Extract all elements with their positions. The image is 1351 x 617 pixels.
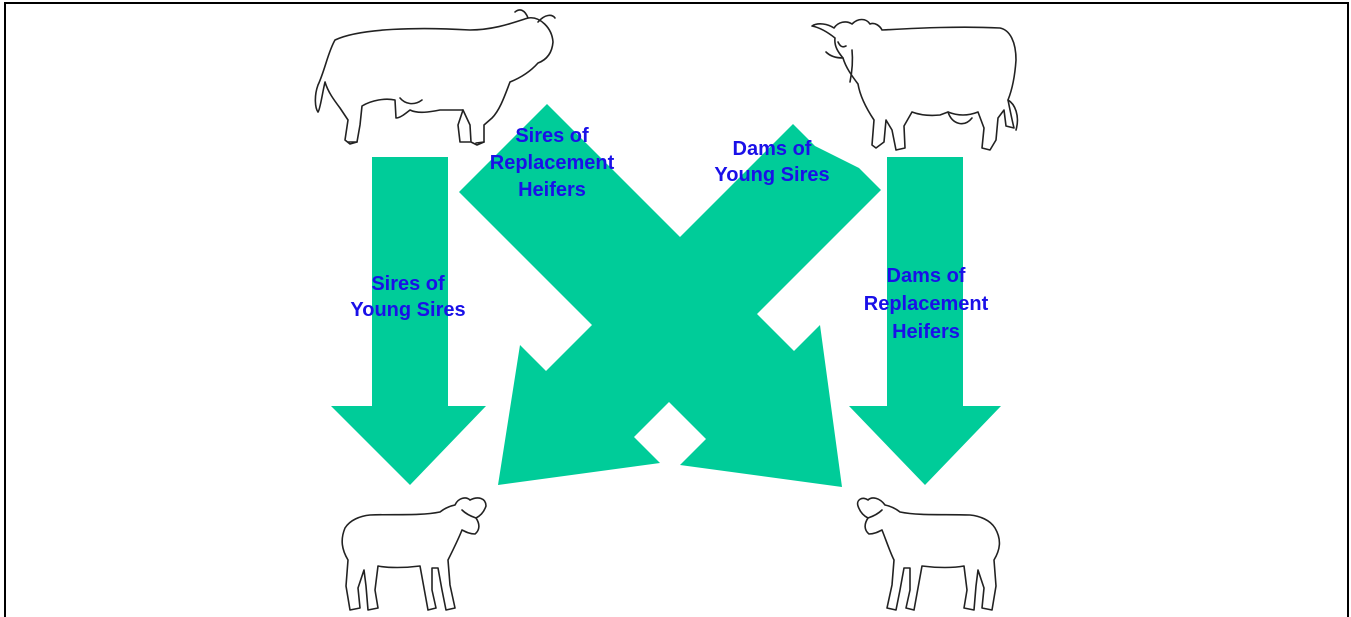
heifer-calf-icon <box>858 498 1000 610</box>
cow-icon <box>812 20 1017 151</box>
label-line: Heifers <box>892 321 960 343</box>
label-dams-of-replacement-heifers: Dams of Replacement Heifers <box>864 265 989 343</box>
label-line: Sires of <box>371 273 445 295</box>
calf-icon <box>342 498 486 610</box>
label-line: Dams of <box>887 265 966 287</box>
arrow-sires-of-young-sires <box>331 157 486 485</box>
label-line: Replacement <box>490 152 615 174</box>
label-line: Dams of <box>733 138 812 160</box>
label-line: Sires of <box>515 125 589 147</box>
label-line: Replacement <box>864 293 989 315</box>
label-line: Heifers <box>518 179 586 201</box>
label-line: Young Sires <box>714 164 829 186</box>
label-line: Young Sires <box>350 299 465 321</box>
